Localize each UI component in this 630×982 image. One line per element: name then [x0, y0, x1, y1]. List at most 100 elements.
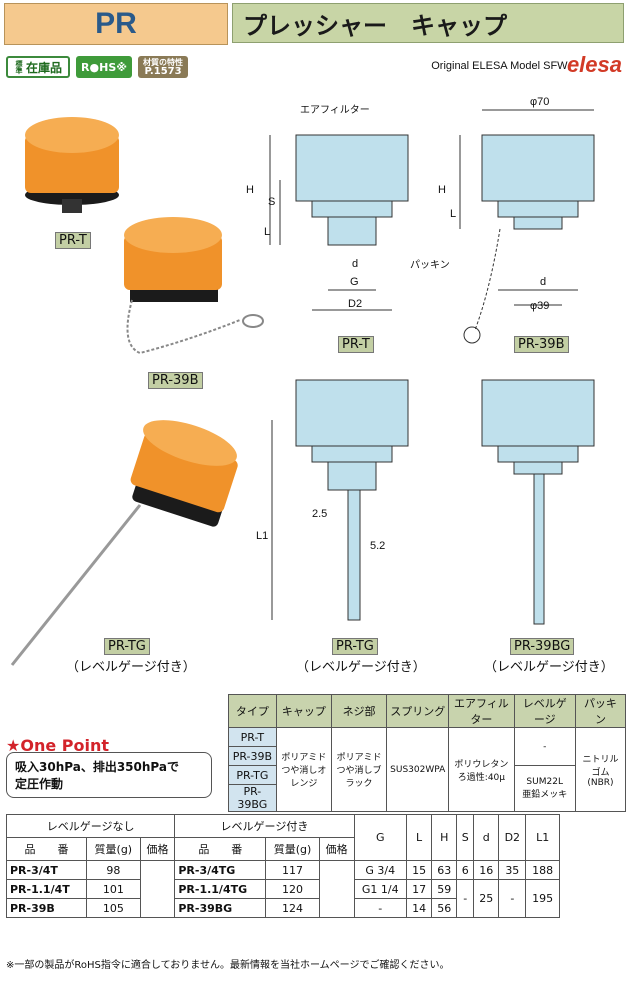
price-empty: [139, 860, 176, 918]
mass-gauge: 124: [265, 898, 320, 918]
d-value-merged: 25: [473, 879, 500, 918]
l-value: 15: [405, 860, 433, 880]
part-number-gauge: PR-1.1/4TG: [174, 879, 267, 899]
col-mass-1: 質量(g): [86, 837, 141, 861]
spec-header-filter: エアフィルター: [448, 694, 515, 728]
material-spec-table: タイプ キャップ ネジ部 スプリング エアフィルター レベルゲージ パッキン P…: [228, 694, 627, 812]
col-s: S: [456, 814, 475, 861]
drawing-caption-pr-39b: PR-39B: [514, 336, 569, 353]
s-value-merged: -: [456, 879, 475, 918]
dim-h-prt: H: [246, 184, 254, 196]
table-row: PR-1.1/4T 101 PR-1.1/4TG 120 G1 1/4 17 5…: [5, 879, 560, 918]
dims-subheader-row: 品 番 質量(g) 価格 品 番 質量(g) 価格: [5, 837, 560, 861]
g-value: G 3/4: [353, 860, 408, 880]
mass: 98: [86, 860, 141, 880]
spec-header-row: タイプ キャップ ネジ部 スプリング エアフィルター レベルゲージ パッキン: [228, 694, 627, 728]
spec-gauge-material: SUM22L 亜鉛メッキ: [513, 765, 576, 812]
part-number-gauge: PR-39BG: [174, 898, 267, 918]
col-d2: D2: [498, 814, 527, 861]
part-number: PR-39B: [5, 898, 88, 918]
spec-type-pr-39b: PR-39B: [228, 746, 277, 766]
series-code: PR: [4, 3, 228, 45]
stock-badge-label: 在庫品: [25, 60, 62, 75]
technical-drawings: [269, 109, 595, 625]
dim-d-prt: d: [352, 258, 359, 270]
spec-header-thread: ネジ部: [330, 694, 388, 728]
packing-label: パッキン: [410, 260, 450, 271]
g-value: -: [353, 898, 408, 918]
spec-type-pr-t: PR-T: [228, 727, 277, 747]
rohs-badge: R●HS※: [76, 56, 132, 78]
col-mass-2: 質量(g): [265, 837, 320, 861]
l-value: 14: [405, 898, 433, 918]
g-value: G1 1/4: [353, 879, 408, 899]
one-point-box: 吸入30hPa、排出350hPaで 定圧作動: [6, 752, 212, 798]
col-d: d: [473, 814, 500, 861]
part-number: PR-1.1/4T: [5, 879, 88, 899]
col-price-2: 価格: [318, 837, 355, 861]
dim-5-2: 5.2: [370, 540, 386, 552]
col-l1: L1: [525, 814, 560, 861]
dim-s-prt: S: [268, 196, 276, 208]
col-l: L: [405, 814, 433, 861]
mass: 105: [86, 898, 141, 918]
dim-l-prt: L: [264, 226, 271, 238]
col-g: G: [353, 814, 408, 861]
air-filter-label: エアフィルター: [300, 105, 370, 116]
spec-header-cap: キャップ: [275, 694, 332, 728]
material-badge: 材質の特性 P.1573: [138, 56, 188, 78]
col-h: H: [431, 814, 458, 861]
material-badge-label: 材質の特性: [143, 58, 183, 67]
col-part-1: 品 番: [5, 837, 88, 861]
dim-l-pr39b: L: [450, 208, 457, 220]
group-no-gauge: レベルゲージなし: [5, 814, 176, 838]
pr-39b-photo: [124, 217, 264, 355]
dim-h-pr39b: H: [438, 184, 446, 196]
l1-value: 188: [525, 860, 560, 880]
pr-t-photo: [25, 117, 119, 213]
spec-row: PR-TG SUM22L 亜鉛メッキ: [228, 765, 626, 812]
table-row: PR-39B 105 PR-39BG 124 - 14 56: [5, 898, 560, 918]
drawing-caption-pr-tg: PR-TG: [332, 638, 378, 655]
pr-39b-photo-label: PR-39B: [148, 372, 203, 389]
spec-type-pr-tg: PR-TG: [228, 765, 277, 785]
l1-value-merged: 195: [525, 879, 560, 918]
spec-row: PR-T ポリアミド つや消しオレンジ ポリアミド つや消しブラック SUS30…: [228, 727, 627, 812]
elesa-logo: elesa: [566, 52, 622, 77]
d2-value-merged: -: [498, 879, 527, 918]
h-value: 63: [431, 860, 458, 880]
col-part-2: 品 番: [174, 837, 267, 861]
footnote: ※一部の製品がRoHS指令に適合しておりません。最新情報を当社ホームページでご確…: [6, 960, 450, 971]
one-point-title: ★One Point: [6, 736, 109, 755]
dims-group-row: レベルゲージなし レベルゲージ付き G L H S d D2 L1: [5, 814, 560, 861]
material-badge-page: P.1573: [144, 66, 182, 77]
drawing-caption-pr-tg-sub: （レベルゲージ付き）: [296, 660, 426, 675]
spec-filter-material: ポリウレタン ろ過性:40μ: [448, 727, 515, 812]
h-value: 59: [431, 879, 458, 899]
stock-badge: 標準 在庫品: [6, 56, 70, 78]
drawing-caption-pr-39bg-sub: （レベルゲージ付き）: [484, 660, 614, 675]
d2-value: 35: [498, 860, 527, 880]
dim-l1-prtg: L1: [256, 530, 269, 542]
dimension-table: レベルゲージなし レベルゲージ付き G L H S d D2 L1 品 番 質量…: [5, 814, 560, 918]
drawing-caption-pr-t: PR-T: [338, 336, 374, 353]
dim-phi39: φ39: [530, 300, 550, 312]
pr-t-photo-label: PR-T: [55, 232, 91, 249]
part-number-gauge: PR-3/4TG: [174, 860, 267, 880]
spec-packing-material: ニトリルゴム (NBR): [574, 727, 627, 812]
spec-header-packing: パッキン: [574, 694, 627, 728]
col-price-1: 価格: [139, 837, 176, 861]
product-title: プレッシャー キャップ: [232, 3, 624, 43]
drawing-caption-pr-39bg: PR-39BG: [510, 638, 575, 655]
one-point-text: 吸入30hPa、排出350hPaで 定圧作動: [15, 760, 179, 791]
l-value: 17: [405, 879, 433, 899]
pr-tg-photo-sub: （レベルゲージ付き）: [66, 660, 196, 675]
spec-type-pr-39bg: PR-39BG: [228, 784, 277, 812]
dim-phi70: φ70: [530, 96, 550, 108]
spec-row: PR-39BG: [228, 784, 626, 812]
spec-row: PR-39B: [228, 746, 626, 766]
spec-spring-material: SUS302WPA: [386, 727, 450, 812]
spec-header-gauge: レベルゲージ: [513, 694, 576, 728]
s-value: 6: [456, 860, 475, 880]
table-row: PR-3/4T 98 PR-3/4TG 117 G 3/4 15 63 6 16…: [5, 860, 560, 918]
